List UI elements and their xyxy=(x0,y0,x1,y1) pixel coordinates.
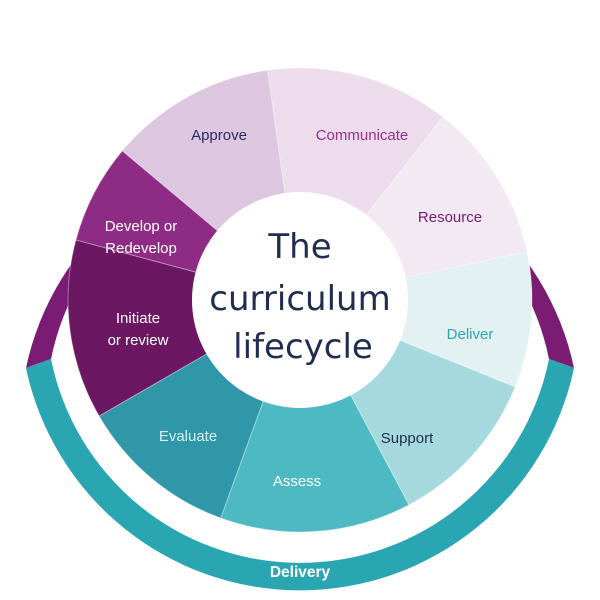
segment-label-line: Redevelop xyxy=(105,240,177,257)
segment-labels: Approve CommunicateResourceDeliverSupport… xyxy=(105,127,494,490)
segment-label-line: Develop or xyxy=(105,218,178,235)
segment-label-line: Resource xyxy=(418,209,482,226)
segment-label-line: or review xyxy=(108,332,169,349)
segment-label: Approve xyxy=(191,127,247,144)
segment-label-line: Support xyxy=(381,430,434,447)
segment-label: Initiate or review xyxy=(108,310,169,349)
segment-label: Evaluate xyxy=(159,428,217,445)
outer-ring: Design Delivery xyxy=(26,25,574,591)
outer-ring-delivery-half xyxy=(26,359,574,591)
wheel-segment xyxy=(298,251,533,388)
segment-label-line: Evaluate xyxy=(159,428,217,445)
segment-label: Communicate xyxy=(316,127,409,144)
segment-label-line: Communicate xyxy=(316,127,409,144)
segment-label-line: Deliver xyxy=(447,326,494,343)
wheel-segment xyxy=(67,239,302,417)
segment-label-line: Assess xyxy=(273,473,321,490)
segment-label: Support xyxy=(381,430,434,447)
center-circle xyxy=(192,192,408,408)
wheel-segment xyxy=(220,298,410,533)
segment-label-line: Initiate xyxy=(116,310,160,327)
center-title-line-2: curriculum xyxy=(209,279,390,319)
center-title-line-1: The xyxy=(267,227,331,267)
ring-label-delivery: Delivery xyxy=(270,564,331,581)
segment-label-line: Approve xyxy=(191,127,247,144)
segment-label: Develop or Redevelop xyxy=(105,218,178,257)
segment-label: Deliver xyxy=(447,326,494,343)
segment-label: Resource xyxy=(418,209,482,226)
segment-label: Assess xyxy=(273,473,321,490)
ring-label-design: Design xyxy=(271,25,323,42)
center-hub: The curriculum lifecycle xyxy=(192,192,408,408)
center-title-line-3: lifecycle xyxy=(233,327,373,367)
